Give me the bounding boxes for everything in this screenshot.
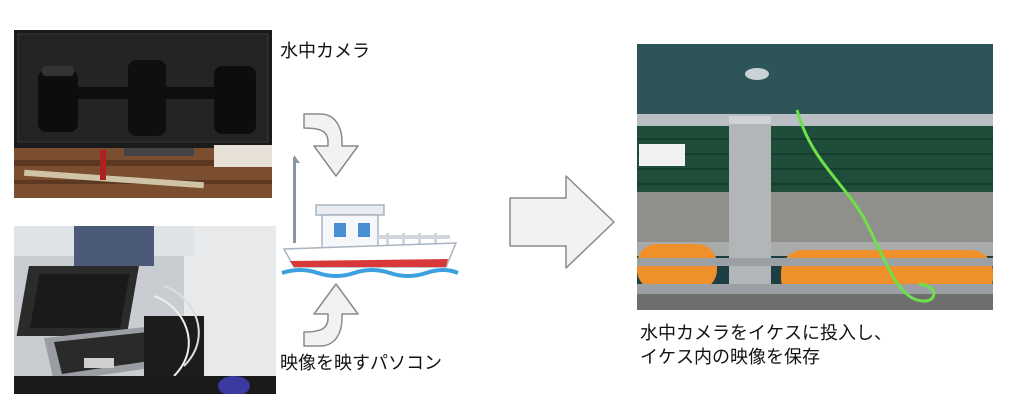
fish-pen-photo (637, 44, 993, 310)
laptop-photo (14, 226, 276, 394)
curved-arrow-up-icon (300, 278, 372, 352)
camera-label: 水中カメラ (280, 41, 370, 62)
right-arrow-icon (508, 174, 618, 270)
result-caption-line1: 水中カメラをイケスに投入し、 (640, 323, 892, 344)
boat-icon (280, 155, 460, 281)
underwater-camera-photo (14, 30, 272, 198)
curved-arrow-down-icon (300, 108, 372, 182)
pc-label: 映像を映すパソコン (280, 353, 442, 374)
result-caption-line2: イケス内の映像を保存 (640, 347, 820, 368)
